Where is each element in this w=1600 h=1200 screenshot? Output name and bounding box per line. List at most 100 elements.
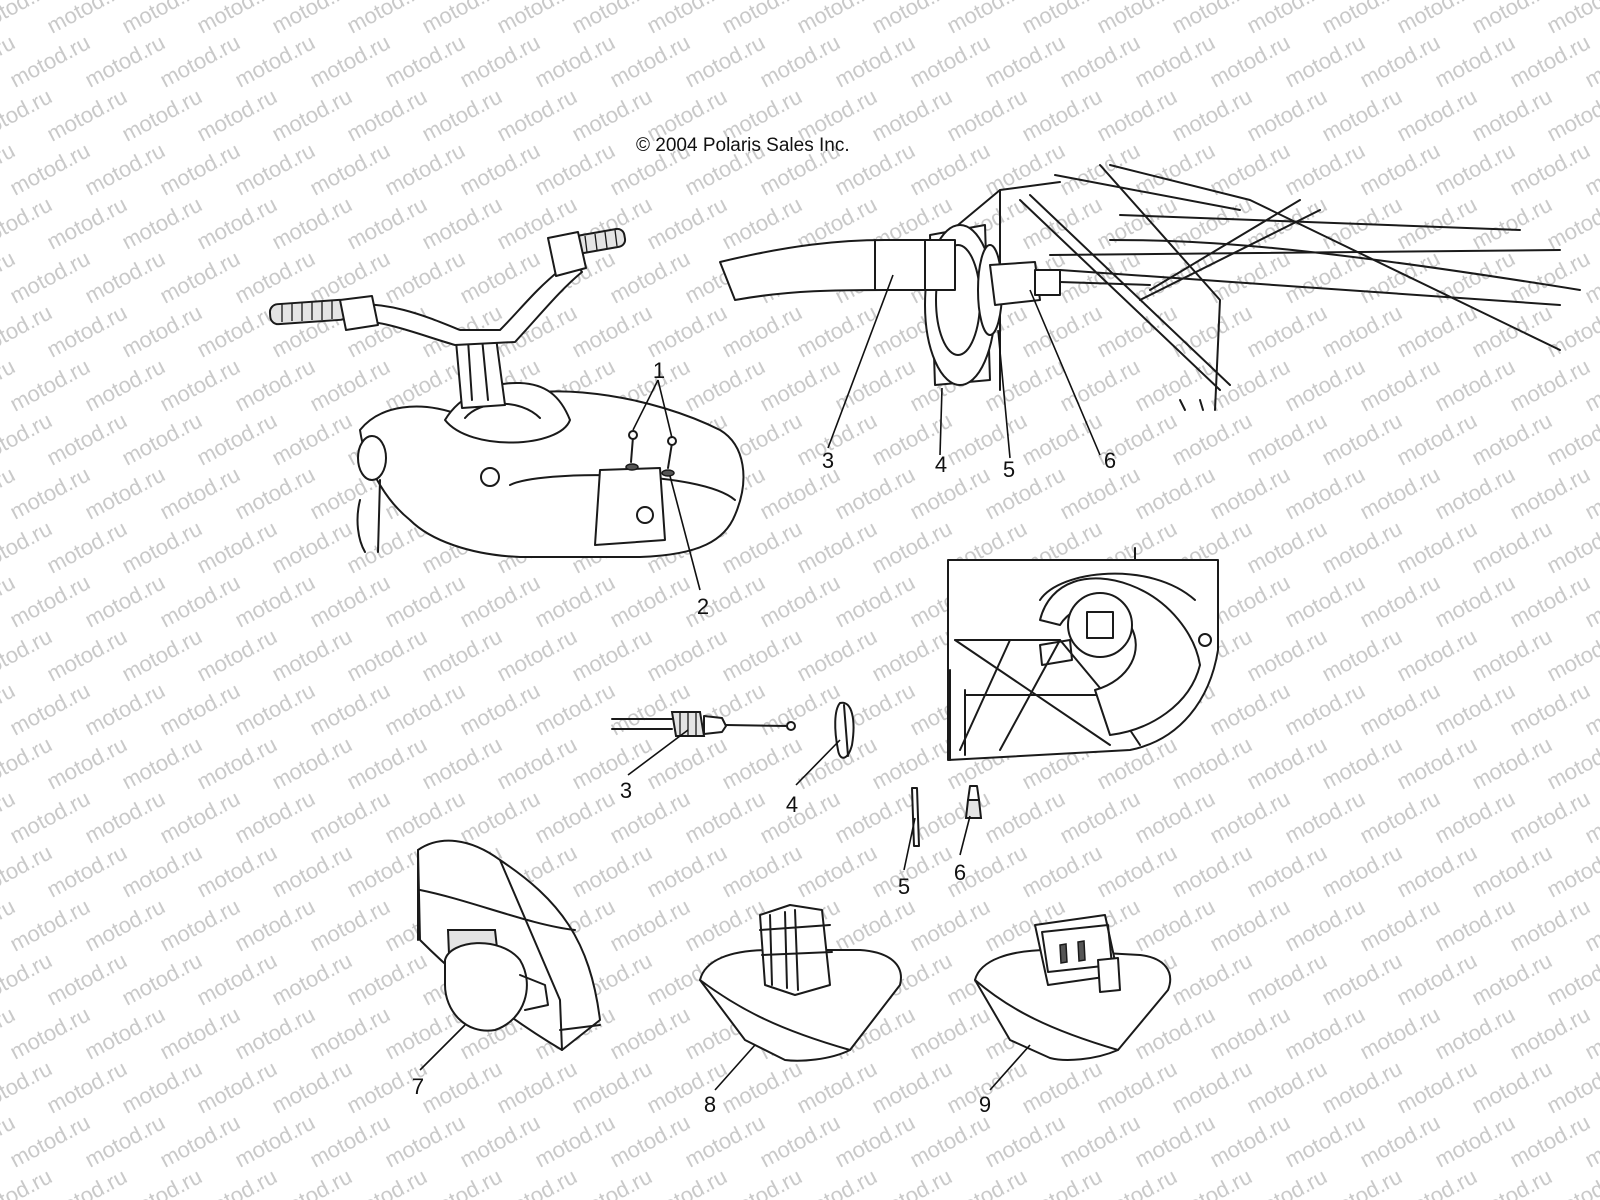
watermark-text: motod.ru	[81, 786, 169, 849]
watermark-text: motod.ru	[231, 1110, 319, 1173]
watermark-text: motod.ru	[831, 894, 919, 957]
watermark-text: motod.ru	[43, 840, 131, 903]
watermark-text: motod.ru	[456, 678, 544, 741]
watermark-text: motod.ru	[1318, 1056, 1406, 1119]
watermark-text: motod.ru	[1018, 0, 1106, 38]
watermark-text: motod.ru	[1281, 462, 1369, 525]
callout-8: 8	[704, 1092, 716, 1117]
watermark-text: motod.ru	[606, 1002, 694, 1065]
watermark-text: motod.ru	[1543, 1056, 1600, 1119]
watermark-text: motod.ru	[193, 0, 281, 38]
watermark-text: motod.ru	[6, 894, 94, 957]
watermark-text: motod.ru	[156, 462, 244, 525]
watermark-text: motod.ru	[1318, 732, 1406, 795]
watermark-text: motod.ru	[306, 678, 394, 741]
grommet-part	[834, 701, 855, 759]
watermark-text: motod.ru	[0, 516, 56, 579]
callout-2: 2	[697, 594, 709, 619]
watermark-text: motod.ru	[1281, 786, 1369, 849]
watermark-text: motod.ru	[1431, 1110, 1519, 1173]
watermark-text: motod.ru	[231, 1002, 319, 1065]
watermark-text: motod.ru	[831, 462, 919, 525]
watermark-text: motod.ru	[268, 516, 356, 579]
watermark-text: motod.ru	[231, 354, 319, 417]
watermark-text: motod.ru	[1093, 300, 1181, 363]
watermark-text: motod.ru	[0, 732, 56, 795]
watermark-text: motod.ru	[643, 624, 731, 687]
watermark-text: motod.ru	[643, 300, 731, 363]
watermark-text: motod.ru	[1431, 30, 1519, 93]
watermark-text: motod.ru	[1393, 1164, 1481, 1200]
watermark-text: motod.ru	[1506, 138, 1594, 201]
watermark-text: motod.ru	[1168, 1164, 1256, 1200]
watermark-text: motod.ru	[1543, 408, 1600, 471]
watermark-text: motod.ru	[568, 0, 656, 38]
watermark-text: motod.ru	[1168, 1056, 1256, 1119]
connector-housing-8	[699, 904, 902, 1062]
watermark-text: motod.ru	[681, 786, 769, 849]
watermark-text: motod.ru	[606, 786, 694, 849]
seal-strip-part	[911, 787, 920, 847]
watermark-text: motod.ru	[531, 786, 619, 849]
watermark-text: motod.ru	[493, 0, 581, 38]
watermark-text: motod.ru	[1243, 948, 1331, 1011]
watermark-text: motod.ru	[156, 246, 244, 309]
watermark-text: motod.ru	[1206, 30, 1294, 93]
watermark-text: motod.ru	[643, 192, 731, 255]
watermark-text: motod.ru	[1393, 840, 1481, 903]
watermark-text: motod.ru	[568, 1164, 656, 1200]
callout-6-top: 6	[1104, 448, 1116, 473]
watermark-text: motod.ru	[1431, 1002, 1519, 1065]
watermark-text: motod.ru	[531, 30, 619, 93]
watermark-text: motod.ru	[1468, 1164, 1556, 1200]
watermark-text: motod.ru	[1318, 516, 1406, 579]
watermark-text: motod.ru	[868, 624, 956, 687]
watermark-text: motod.ru	[1206, 1110, 1294, 1173]
watermark-text: motod.ru	[531, 678, 619, 741]
watermark-text: motod.ru	[193, 408, 281, 471]
watermark-text: motod.ru	[1356, 462, 1444, 525]
watermark-text: motod.ru	[568, 300, 656, 363]
watermark-text: motod.ru	[456, 30, 544, 93]
watermark-text: motod.ru	[568, 1056, 656, 1119]
callout-3-mid: 3	[620, 778, 632, 803]
watermark-text: motod.ru	[1506, 570, 1594, 633]
watermark-text: motod.ru	[6, 30, 94, 93]
watermark-text: motod.ru	[0, 192, 56, 255]
watermark-text: motod.ru	[1543, 84, 1600, 147]
watermark-text: motod.ru	[1543, 948, 1600, 1011]
callout-6-mid: 6	[954, 860, 966, 885]
watermark-text: motod.ru	[1468, 948, 1556, 1011]
watermark-text: motod.ru	[0, 408, 56, 471]
watermark-text: motod.ru	[1543, 300, 1600, 363]
watermark-text: motod.ru	[531, 570, 619, 633]
watermark-text: motod.ru	[6, 1110, 94, 1173]
watermark-text: motod.ru	[193, 300, 281, 363]
watermark-text: motod.ru	[1056, 30, 1144, 93]
watermark-text: motod.ru	[231, 246, 319, 309]
watermark-text: motod.ru	[1468, 624, 1556, 687]
watermark-text: motod.ru	[418, 84, 506, 147]
watermark-text: motod.ru	[1506, 1110, 1594, 1173]
watermark-text: motod.ru	[643, 840, 731, 903]
callout-7: 7	[412, 1074, 424, 1099]
watermark-text: motod.ru	[343, 624, 431, 687]
watermark-text: motod.ru	[1206, 354, 1294, 417]
watermark-text: motod.ru	[1093, 0, 1181, 38]
watermark-text: motod.ru	[456, 570, 544, 633]
watermark-text: motod.ru	[868, 84, 956, 147]
watermark-text: motod.ru	[43, 300, 131, 363]
watermark-text: motod.ru	[231, 570, 319, 633]
watermark-text: motod.ru	[268, 732, 356, 795]
watermark-text: motod.ru	[156, 30, 244, 93]
watermark-text: motod.ru	[118, 840, 206, 903]
watermark-text: motod.ru	[6, 678, 94, 741]
watermark-text: motod.ru	[643, 0, 731, 38]
watermark-text: motod.ru	[306, 354, 394, 417]
watermark-text: motod.ru	[6, 570, 94, 633]
watermark-text: motod.ru	[1168, 408, 1256, 471]
watermark-text: motod.ru	[418, 0, 506, 38]
watermark-text: motod.ru	[831, 570, 919, 633]
watermark-text: motod.ru	[606, 246, 694, 309]
watermark-text: motod.ru	[418, 192, 506, 255]
